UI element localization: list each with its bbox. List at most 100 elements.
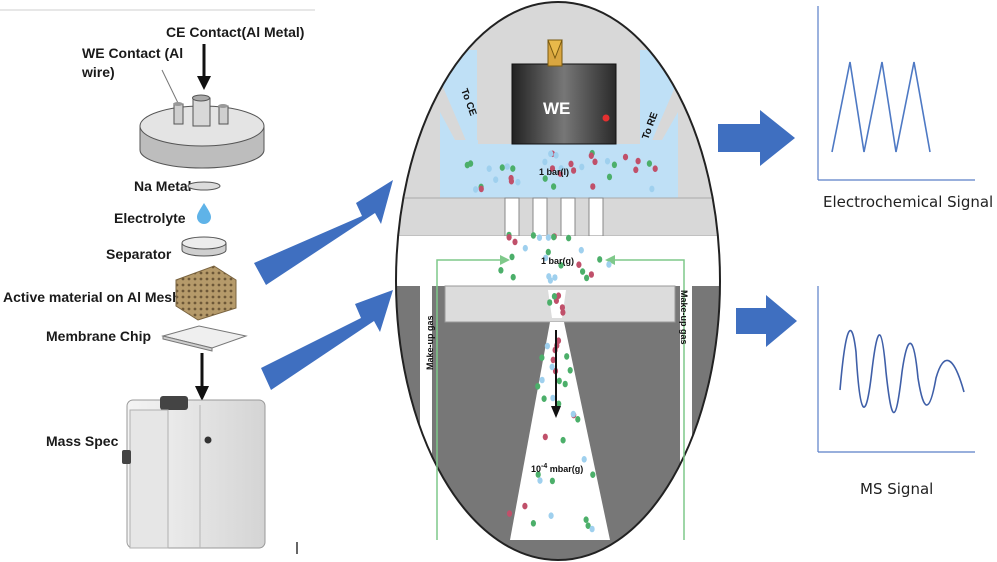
molecule-dot	[606, 261, 612, 268]
molecule-dot	[555, 337, 562, 345]
molecule-dot	[564, 353, 570, 360]
molecule-dot	[539, 354, 545, 362]
molecule-dot	[562, 380, 568, 388]
molecule-dot	[548, 512, 554, 519]
mass-spec-label: Mass Spec	[46, 433, 119, 449]
molecule-dot	[635, 157, 641, 165]
molecule-dot	[588, 152, 594, 159]
na-metal-disk	[187, 181, 221, 191]
molecule-dot	[549, 165, 556, 172]
molecule-dot	[556, 377, 562, 385]
electrochemical-trace	[831, 61, 931, 153]
cell-housing	[139, 94, 265, 169]
molecule-dot	[604, 157, 611, 165]
molecule-dot	[580, 268, 586, 275]
molecule-dot	[549, 477, 556, 485]
molecule-dots	[464, 149, 658, 533]
molecule-dot	[592, 158, 598, 166]
pressure-liquid-label: 1 bar(l)	[539, 167, 569, 177]
molecule-dot	[536, 234, 543, 241]
molecule-dot	[560, 436, 566, 444]
cell-cross-section	[396, 2, 720, 560]
makeup-arrow-right-head	[605, 255, 615, 265]
molecule-dot	[473, 186, 479, 193]
molecule-dot	[535, 471, 541, 478]
molecule-dot	[576, 261, 582, 269]
molecule-dot	[575, 416, 581, 423]
molecule-dot	[606, 173, 613, 181]
molecule-dot	[547, 299, 553, 306]
reference-dot	[602, 114, 610, 122]
molecule-dot	[585, 522, 591, 529]
ms-plot	[817, 286, 975, 453]
ms-signal-label: MS Signal	[860, 480, 933, 498]
electrolyte-drop-icon	[197, 203, 211, 224]
pressure-gas-label: 1 bar(g)	[541, 256, 574, 266]
al-mesh-block	[175, 265, 237, 321]
molecule-dot	[590, 183, 596, 190]
left-panel: CE Contact(Al Metal) WE Contact (Al wire…	[0, 9, 315, 554]
molecule-dot	[558, 165, 564, 172]
active-material-label: Active material on Al Mesh	[3, 289, 181, 305]
mass-spec-instrument	[122, 396, 266, 549]
molecule-dot	[622, 153, 629, 161]
molecule-dot	[571, 167, 577, 174]
molecule-dot	[567, 367, 573, 374]
makeup-gas-right-label: Make-up gas	[679, 290, 689, 345]
molecule-dot	[652, 165, 658, 172]
molecule-dot	[558, 262, 564, 269]
molecule-dot	[584, 274, 590, 282]
flow-arrow-upper	[254, 180, 393, 285]
molecule-dot	[649, 185, 655, 193]
molecule-dot	[551, 183, 557, 190]
we-electrode	[511, 63, 617, 145]
molecule-dot	[555, 292, 562, 300]
molecule-dot	[552, 274, 558, 281]
molecule-dot	[544, 342, 551, 350]
molecule-dot	[510, 165, 516, 172]
na-metal-label: Na Metal	[134, 178, 192, 194]
cell-outline	[395, 1, 721, 561]
molecule-dot	[506, 510, 513, 517]
ce-arrow-head	[197, 76, 211, 90]
separator-label: Separator	[106, 246, 172, 262]
molecule-dot	[549, 363, 555, 371]
membrane-chip-label: Membrane Chip	[46, 328, 151, 344]
molecule-dot	[557, 170, 563, 177]
electrochemical-signal-label: Electrochemical Signal	[823, 193, 993, 211]
ms-trace	[839, 329, 965, 414]
molecule-dot	[590, 471, 596, 479]
molecule-dot	[539, 376, 545, 384]
molecule-dot	[560, 309, 566, 316]
molecule-dot	[566, 234, 572, 242]
molecule-dot	[581, 456, 587, 463]
we-label: WE	[543, 99, 570, 118]
membrane-chip	[161, 325, 248, 349]
molecule-dot	[530, 232, 537, 239]
output-arrow-electrochemical	[718, 110, 795, 166]
molecule-dot	[512, 238, 518, 246]
we-contact-leader	[161, 69, 179, 104]
molecule-dot	[611, 161, 618, 169]
makeup-gas-left-label: Make-up gas	[425, 315, 435, 370]
molecule-dot	[545, 248, 551, 256]
molecule-dot	[486, 165, 492, 172]
membrane-pores	[504, 197, 604, 237]
molecule-dot	[478, 185, 484, 193]
molecule-dot	[578, 246, 584, 254]
molecule-dot	[556, 400, 562, 408]
molecule-dot	[559, 304, 566, 311]
electrolyte-label: Electrolyte	[114, 210, 186, 226]
molecule-dot	[542, 175, 548, 182]
vacuum-flow-arrow-head	[551, 406, 561, 418]
molecule-dot	[646, 160, 653, 167]
molecule-dot	[543, 254, 549, 262]
molecule-dot	[530, 520, 537, 527]
separator-disk	[181, 236, 227, 250]
molecule-dot	[545, 234, 552, 241]
molecule-dot	[589, 525, 595, 533]
molecule-dot	[506, 234, 512, 241]
flow-arrow-lower	[261, 290, 393, 390]
molecule-dot	[522, 244, 528, 252]
